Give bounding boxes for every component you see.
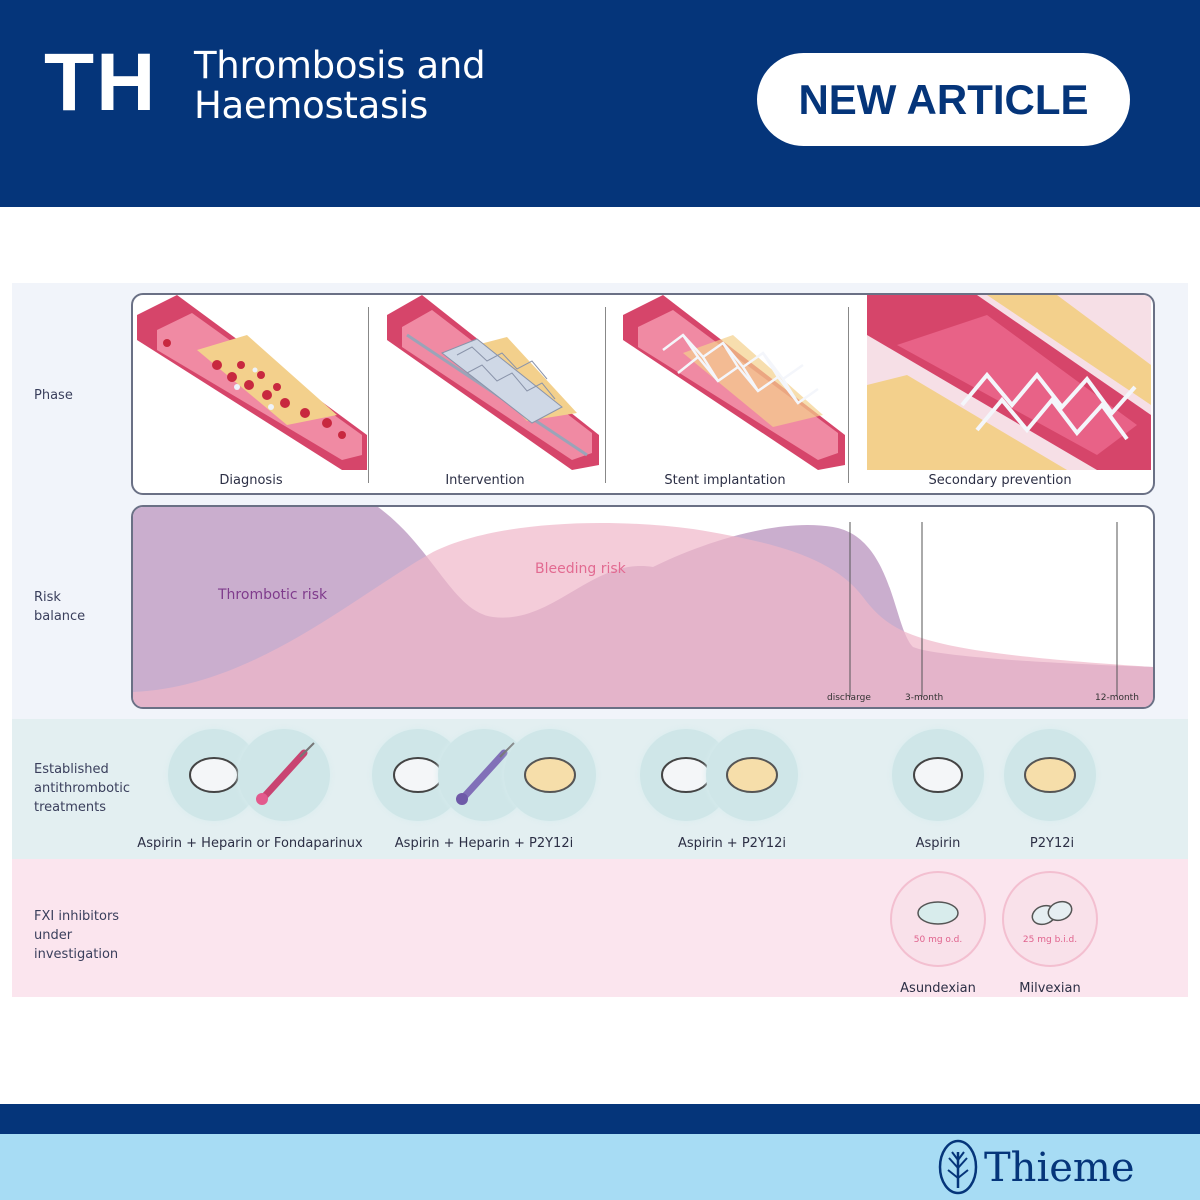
asundexian-pill-icon xyxy=(917,901,959,925)
vessel-secondary-prevention-illustration xyxy=(867,295,1151,470)
p2y12i-circle xyxy=(706,729,798,821)
row-label-risk: Risk balance xyxy=(34,588,85,626)
phase-label-secondary-prevention: Secondary prevention xyxy=(928,473,1072,488)
phase-label-stent-implantation: Stent implantation xyxy=(664,473,786,488)
bleeding-risk-label: Bleeding risk xyxy=(535,561,626,577)
row-label-treatments-line2: antithrombotic xyxy=(34,781,130,796)
phase-label-intervention: Intervention xyxy=(445,473,525,488)
aspirin-pill-icon xyxy=(913,757,963,793)
milvexian-pill-icon xyxy=(1031,900,1073,926)
p2y12i-pill-icon xyxy=(1024,757,1076,793)
treatment-label-1: Aspirin + Heparin or Fondaparinux xyxy=(137,836,363,851)
graphical-abstract: Phase Risk balance Established antithrom… xyxy=(12,283,1188,997)
row-label-phase-text: Phase xyxy=(34,388,73,403)
aspirin-circle xyxy=(892,729,984,821)
phase-panel: Diagnosis Intervention Stent implantatio… xyxy=(131,293,1155,495)
footer-band xyxy=(0,1134,1200,1200)
row-label-treatments-line1: Established xyxy=(34,762,109,777)
phase-divider-1 xyxy=(368,307,369,483)
footer-bar xyxy=(0,1104,1200,1134)
journal-abbreviation: TH xyxy=(44,37,158,128)
milvexian-label: Milvexian xyxy=(1019,981,1081,996)
row-label-fxi-line3: investigation xyxy=(34,947,119,962)
p2y12i-pill-icon xyxy=(524,757,576,793)
marker-12-month: 12-month xyxy=(1095,693,1139,703)
p2y12i-circle xyxy=(1004,729,1096,821)
bleeding-risk-area xyxy=(133,522,1153,707)
row-label-risk-line2: balance xyxy=(34,609,86,624)
thrombotic-risk-label: Thrombotic risk xyxy=(218,587,328,603)
treatment-label-3: Aspirin + P2Y12i xyxy=(677,836,787,851)
row-label-treatments: Established antithrombotic treatments xyxy=(34,760,130,817)
vessel-stent-illustration xyxy=(623,295,845,470)
row-label-treatments-line3: treatments xyxy=(34,800,106,815)
milvexian-dose: 25 mg b.i.d. xyxy=(1022,935,1078,945)
marker-discharge: discharge xyxy=(827,693,871,703)
syringe-icon xyxy=(256,742,315,805)
asundexian-circle: 50 mg o.d. xyxy=(890,871,986,967)
asundexian-label: Asundexian xyxy=(900,981,976,996)
row-label-fxi-line2: under xyxy=(34,928,73,943)
asundexian-dose: 50 mg o.d. xyxy=(913,935,963,945)
phase-divider-3 xyxy=(848,307,849,483)
syringe-icon xyxy=(456,742,515,805)
p2y12i-pill-icon xyxy=(726,757,778,793)
thieme-tree-logo-icon xyxy=(938,1139,978,1195)
vessel-diagnosis-illustration xyxy=(137,295,367,470)
risk-balance-panel: Thrombotic risk Bleeding risk discharge … xyxy=(131,505,1155,709)
journal-header: TH Thrombosis and Haemostasis NEW ARTICL… xyxy=(0,0,1200,207)
treatment-label-p2y12i: P2Y12i xyxy=(1029,836,1075,851)
journal-name-line1: Thrombosis and xyxy=(194,44,486,87)
phase-label-diagnosis: Diagnosis xyxy=(219,473,283,488)
milvexian-circle: 25 mg b.i.d. xyxy=(1002,871,1098,967)
row-label-fxi-line1: FXI inhibitors xyxy=(34,909,120,924)
new-article-badge: NEW ARTICLE xyxy=(757,53,1130,146)
fxi-band xyxy=(12,859,1188,997)
marker-3-month: 3-month xyxy=(905,693,944,703)
journal-name: Thrombosis and Haemostasis xyxy=(194,44,486,127)
treatment-label-aspirin: Aspirin xyxy=(915,836,961,851)
row-label-fxi: FXI inhibitors under investigation xyxy=(34,907,119,964)
phase-divider-2 xyxy=(605,307,606,483)
row-label-phase: Phase xyxy=(34,386,73,405)
p2y12i-circle xyxy=(504,729,596,821)
treatment-label-2: Aspirin + Heparin + P2Y12i xyxy=(394,836,574,851)
heparin-circle xyxy=(238,729,330,821)
vessel-intervention-illustration xyxy=(387,295,599,470)
publisher-name: Thieme xyxy=(984,1145,1135,1191)
risk-curves xyxy=(133,507,1153,707)
row-label-risk-line1: Risk xyxy=(34,590,61,605)
journal-name-line2: Haemostasis xyxy=(194,84,428,127)
